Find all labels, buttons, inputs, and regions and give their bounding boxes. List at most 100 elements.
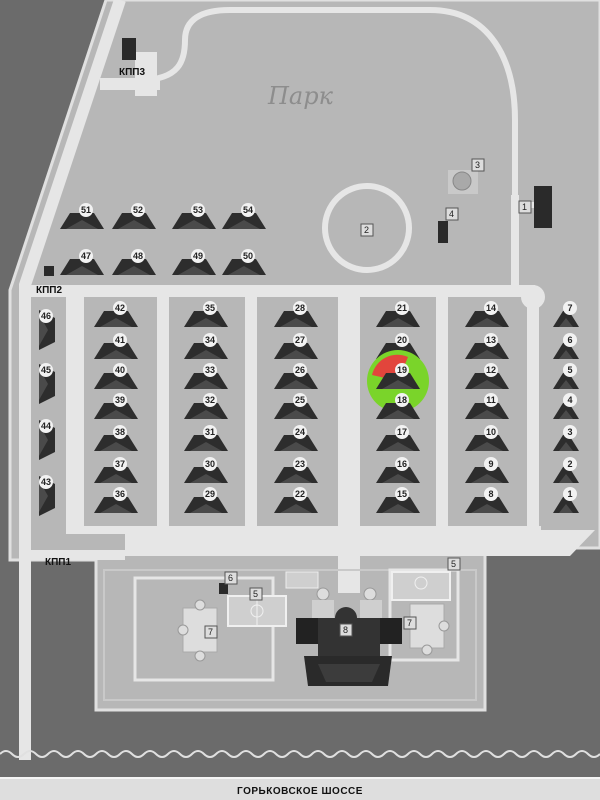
house-54[interactable]: 54 [222,203,266,229]
house-36[interactable]: 36 [94,487,138,513]
house-47[interactable]: 47 [60,249,104,275]
house-17[interactable]: 17 [376,425,420,451]
house-roof-ridge [280,380,312,389]
house-24[interactable]: 24 [274,425,318,451]
house-32[interactable]: 32 [184,393,228,419]
house-roof-ridge [100,410,132,419]
gate-kpp3[interactable]: КПП3 [119,38,145,78]
house-number-badge [79,249,93,263]
house-roof-ridge [66,220,98,229]
house-number-badge [113,425,127,439]
house-5[interactable]: 5 [553,363,579,389]
facility-3[interactable]: 3 [448,158,485,194]
house-35[interactable]: 35 [184,301,228,327]
facility-7-b[interactable]: 7 [403,616,417,630]
house-1[interactable]: 1 [553,487,579,513]
house-18[interactable]: 18 [376,393,420,419]
house-21[interactable]: 21 [376,301,420,327]
house-19[interactable]: 19 [367,350,429,412]
house-number: 17 [397,427,407,437]
house-number: 8 [488,489,493,499]
facility-4[interactable]: 4 [438,207,459,243]
facility-7-a[interactable]: 7 [204,625,218,639]
house-number-badge [395,393,409,407]
house-number: 40 [115,365,125,375]
house-number-badge [203,301,217,315]
house-12[interactable]: 12 [465,363,509,389]
house-roof-ridge [471,350,503,359]
house-number-badge [241,249,255,263]
house-10[interactable]: 10 [465,425,509,451]
house-3[interactable]: 3 [553,425,579,451]
house-37[interactable]: 37 [94,457,138,483]
facility-5-a[interactable]: 5 [249,587,263,601]
facility-1-label: 1 [522,202,527,212]
house-52[interactable]: 52 [112,203,156,229]
house-38[interactable]: 38 [94,425,138,451]
house-roof-ridge [118,266,150,275]
house-15[interactable]: 15 [376,487,420,513]
house-roof-ridge [280,504,312,513]
house-11[interactable]: 11 [465,393,509,419]
house-number-badge [113,457,127,471]
house-44[interactable]: 44 [39,419,55,460]
house-30[interactable]: 30 [184,457,228,483]
house-43[interactable]: 43 [39,475,55,516]
house-4[interactable]: 4 [553,393,579,419]
house-8[interactable]: 8 [465,487,509,513]
facility-1[interactable]: 1 [518,186,552,228]
house-number: 18 [397,395,407,405]
house-40[interactable]: 40 [94,363,138,389]
house-42[interactable]: 42 [94,301,138,327]
house-7[interactable]: 7 [553,301,579,327]
facility-5-b[interactable]: 5 [447,557,461,571]
house-25[interactable]: 25 [274,393,318,419]
house-29[interactable]: 29 [184,487,228,513]
house-number-badge [203,457,217,471]
house-roof-ridge [100,350,132,359]
gate-kpp1-label: КПП1 [45,557,71,568]
house-14[interactable]: 14 [465,301,509,327]
house-number: 12 [486,365,496,375]
house-6[interactable]: 6 [553,333,579,359]
house-9[interactable]: 9 [465,457,509,483]
house-33[interactable]: 33 [184,363,228,389]
house-2[interactable]: 2 [553,457,579,483]
house-49[interactable]: 49 [172,249,216,275]
south-street [125,530,595,556]
house-number-badge [113,333,127,347]
house-roof-ridge [280,350,312,359]
house-22[interactable]: 22 [274,487,318,513]
house-number-badge [484,457,498,471]
house-13[interactable]: 13 [465,333,509,359]
house-41[interactable]: 41 [94,333,138,359]
house-45[interactable]: 45 [39,363,55,404]
house-46[interactable]: 46 [39,309,55,350]
facility-6[interactable]: 6 [224,571,238,585]
house-28[interactable]: 28 [274,301,318,327]
house-51[interactable]: 51 [60,203,104,229]
house-50[interactable]: 50 [222,249,266,275]
house-23[interactable]: 23 [274,457,318,483]
house-16[interactable]: 16 [376,457,420,483]
house-26[interactable]: 26 [274,363,318,389]
facility-2-marker[interactable] [360,223,374,237]
house-number-badge [39,475,53,489]
house-34[interactable]: 34 [184,333,228,359]
house-39[interactable]: 39 [94,393,138,419]
house-roof-ridge [190,380,222,389]
gate-kpp2[interactable]: КПП2 [36,266,62,296]
house-27[interactable]: 27 [274,333,318,359]
facility-8-label: 8 [343,625,348,635]
house-number: 21 [397,303,407,313]
house-31[interactable]: 31 [184,425,228,451]
house-roof-ridge [100,380,132,389]
house-number: 15 [397,489,407,499]
house-48[interactable]: 48 [112,249,156,275]
house-number-badge [563,457,577,471]
house-number-badge [191,203,205,217]
facility-8[interactable]: 8 [339,623,353,637]
house-number: 48 [133,251,143,261]
house-number: 10 [486,427,496,437]
house-53[interactable]: 53 [172,203,216,229]
